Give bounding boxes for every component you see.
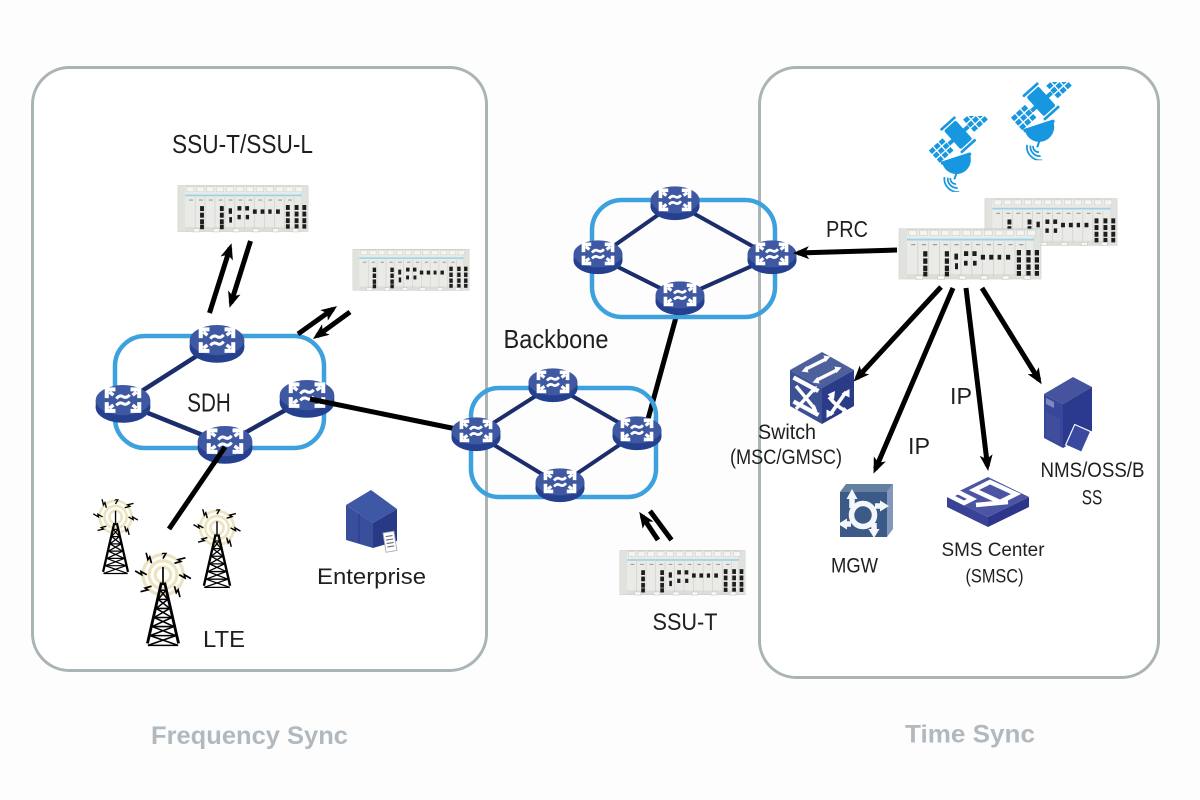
svg-text:IP: IP (950, 383, 972, 409)
svg-text:PRC: PRC (826, 216, 868, 242)
svg-text:SSU-T/SSU-L: SSU-T/SSU-L (172, 129, 313, 159)
svg-text:Frequency Sync: Frequency Sync (151, 722, 348, 750)
svg-text:SSU-T: SSU-T (653, 609, 718, 636)
svg-text:Switch: Switch (758, 420, 816, 444)
svg-text:NMS/OSS/B: NMS/OSS/B (1041, 459, 1145, 482)
svg-text:SMS Center: SMS Center (942, 539, 1045, 561)
svg-text:Enterprise: Enterprise (317, 564, 426, 589)
svg-text:(SMSC): (SMSC) (966, 566, 1024, 588)
svg-text:Backbone: Backbone (504, 324, 609, 354)
svg-text:SDH: SDH (187, 388, 231, 418)
svg-text:IP: IP (908, 433, 930, 459)
svg-text:LTE: LTE (203, 626, 245, 652)
svg-text:SS: SS (1082, 487, 1103, 510)
svg-text:(MSC/GMSC): (MSC/GMSC) (730, 446, 842, 469)
svg-text:Time Sync: Time Sync (905, 721, 1035, 749)
svg-text:MGW: MGW (831, 555, 878, 578)
